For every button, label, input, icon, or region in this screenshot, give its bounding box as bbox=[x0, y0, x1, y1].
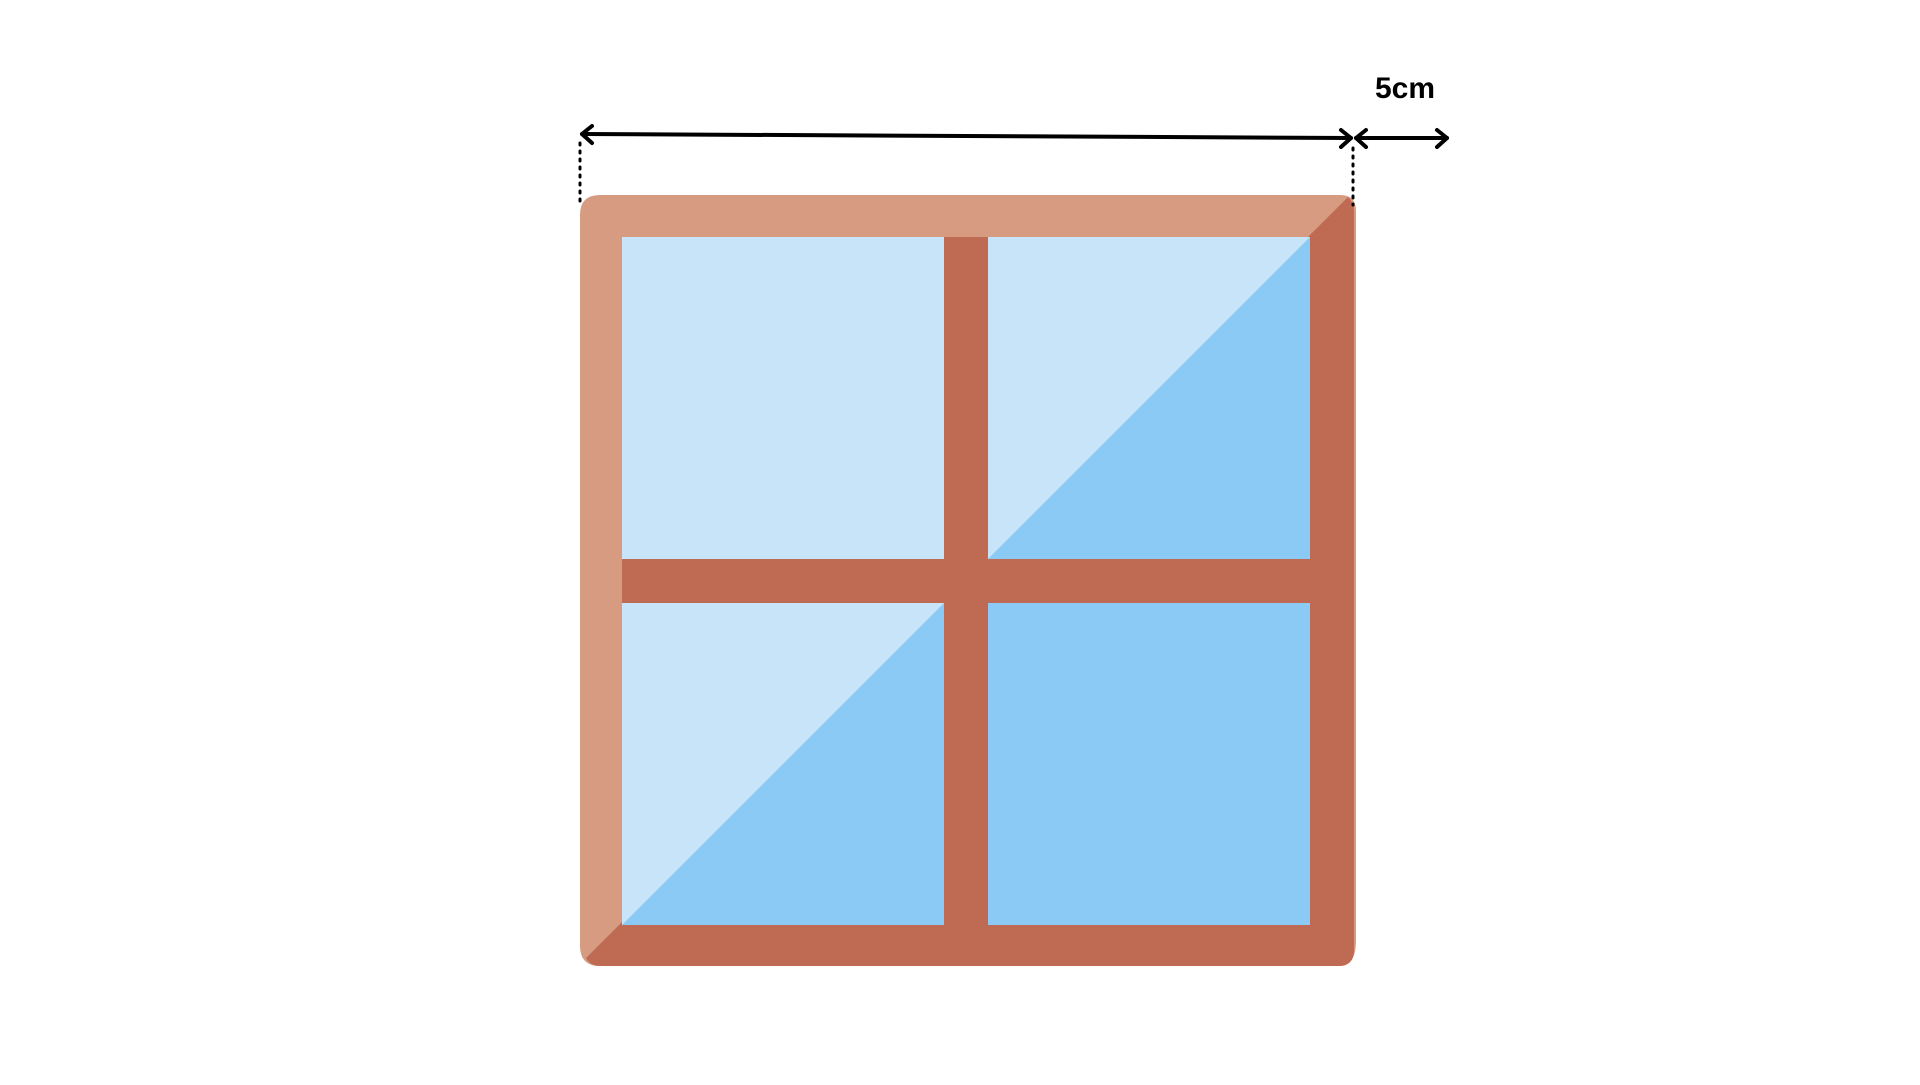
window-mullion-horizontal bbox=[622, 559, 1310, 603]
glass-shade-bottom-left bbox=[622, 603, 944, 925]
double-headed-arrow-icon bbox=[580, 124, 1353, 149]
glass-shade-top-right bbox=[988, 237, 1310, 559]
width-arrow-head-left bbox=[580, 124, 594, 145]
offset-arrow-head-right bbox=[1435, 128, 1449, 149]
width-arrow-shaft bbox=[580, 132, 1353, 140]
measurement-label: 5cm bbox=[1374, 72, 1436, 105]
window-icon bbox=[580, 195, 1356, 966]
double-headed-arrow-icon bbox=[1354, 128, 1449, 149]
glass-pane-top-left bbox=[622, 237, 944, 559]
width-arrow-head-right bbox=[1339, 128, 1353, 149]
offset-arrow-head-left bbox=[1354, 128, 1368, 149]
glass-shade-bottom-right bbox=[988, 603, 1310, 925]
